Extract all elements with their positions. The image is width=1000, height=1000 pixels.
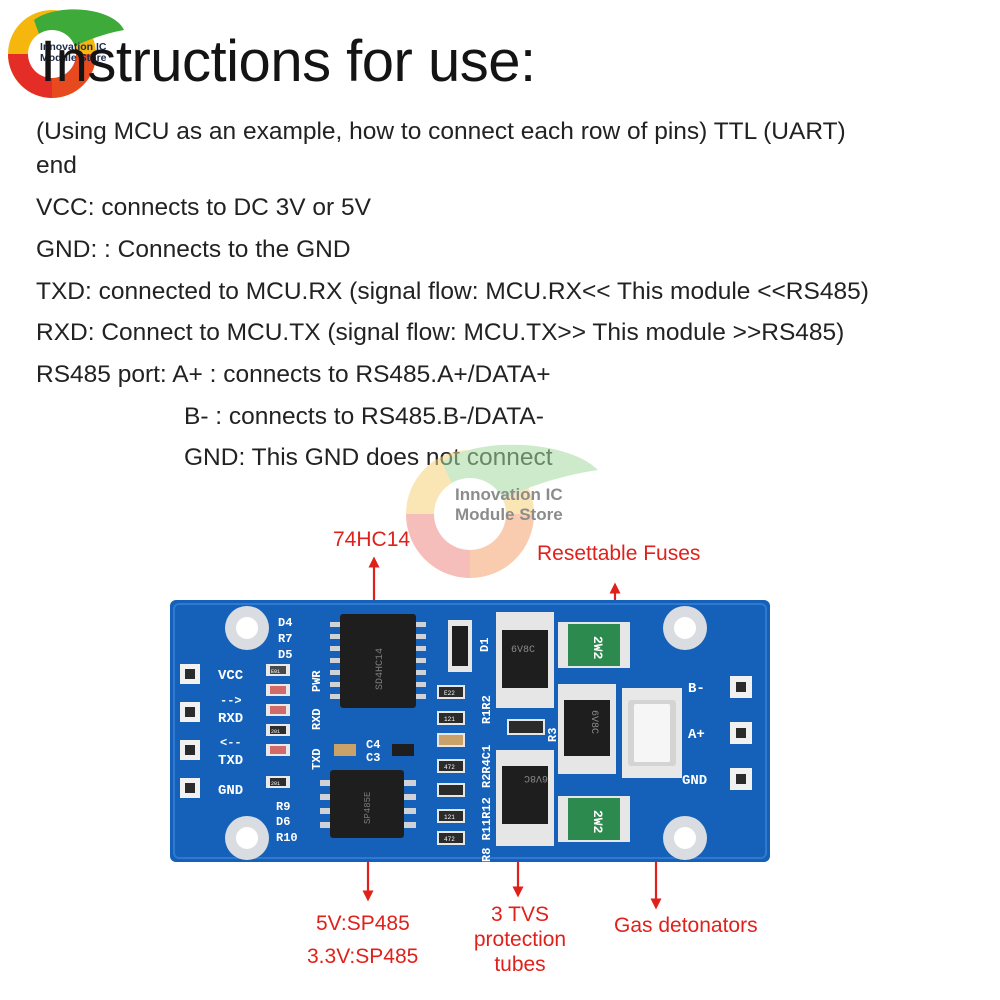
gnd-instruction: GND: : Connects to the GND: [36, 236, 351, 263]
rs485-a-instruction: RS485 port: A+ : connects to RS485.A+/DA…: [36, 361, 551, 388]
callout-gas-detonators: Gas detonators: [614, 914, 758, 937]
tvs-diode-middle: 6V8C: [558, 684, 616, 774]
pin-arrow-rxd: -->: [220, 694, 242, 708]
store-logo-text: Innovation IC Module Store: [40, 42, 107, 64]
silk-r1r2: R1R2: [480, 695, 494, 724]
res-121-label-b: 121: [444, 814, 455, 821]
callout-sp485-33v: 3.3V:SP485: [307, 945, 419, 968]
silk-pwr: PWR: [310, 670, 324, 692]
rs485-module-board: VCC --> RXD <-- TXD GND D4 R7 D5 R9 D6 R…: [170, 600, 770, 862]
led-column: [266, 664, 290, 788]
fuse-marking-top: 2W2: [590, 636, 605, 660]
res-201-label-b: 201: [271, 781, 280, 787]
txd-instruction: TXD: connected to MCU.RX (signal flow: M…: [36, 278, 869, 305]
capacitor-c4: [334, 744, 356, 756]
callout-74hc14: 74HC14: [333, 528, 411, 551]
silk-r7: R7: [278, 632, 292, 646]
pin-label-txd: TXD: [218, 753, 243, 769]
silk-r2r4c1: R2R4C1: [480, 745, 494, 788]
watermark-logo-icon: [406, 444, 598, 578]
silk-r9: R9: [276, 800, 290, 814]
ic2-marking: SP485E: [363, 792, 373, 824]
tvs-marking-middle: 6V8C: [588, 710, 599, 734]
ic-74hc14: SD4HC14: [330, 614, 426, 708]
pin-label-gnd-right: GND: [682, 773, 707, 789]
res-201-label-a: 201: [271, 729, 280, 735]
store-logo-line2: Module Store: [40, 52, 107, 64]
pin-label-a-plus: A+: [688, 727, 705, 743]
store-logo-line1: Innovation IC: [40, 41, 107, 53]
tvs-diode-top: 6V8C: [496, 612, 554, 708]
intro-line-2: end: [36, 152, 77, 179]
rs485-b-instruction: B- : connects to RS485.B-/DATA-: [184, 403, 544, 430]
right-header-pads: [730, 676, 752, 790]
silk-r3: R3: [546, 728, 560, 742]
tvs-diode-bottom: 6V8C: [496, 750, 554, 846]
callout-tvs-line2: protection: [473, 928, 567, 951]
silk-d4: D4: [278, 616, 292, 630]
fuse-marking-bottom: 2W2: [590, 810, 605, 834]
pin-label-rxd: RXD: [218, 711, 243, 727]
fuse-bottom: 2W2: [558, 796, 630, 842]
pin-label-b-minus: B-: [688, 681, 705, 697]
rxd-instruction: RXD: Connect to MCU.TX (signal flow: MCU…: [36, 319, 845, 346]
fuse-top: 2W2: [558, 622, 630, 668]
silk-txd: TXD: [310, 748, 324, 770]
store-logo-icon: [8, 9, 124, 98]
pin-label-gnd: GND: [218, 783, 243, 799]
intro-line-1: (Using MCU as an example, how to connect…: [36, 118, 846, 145]
resistor-column: [437, 685, 465, 845]
res-472-label-b: 472: [444, 836, 455, 843]
pin-arrow-txd: <--: [220, 736, 242, 750]
resistor-r3: [507, 719, 545, 735]
silk-d5: D5: [278, 648, 292, 662]
res-e01-label: E01: [271, 669, 280, 675]
silk-d6: D6: [276, 815, 290, 829]
left-header-pads: [180, 664, 200, 798]
watermark-line2: Module Store: [455, 505, 563, 524]
tvs-marking-top: 6V8C: [511, 645, 535, 656]
vcc-instruction: VCC: connects to DC 3V or 5V: [36, 194, 371, 221]
silk-r8r11r12: R8 R11R12: [480, 797, 494, 862]
pin-label-vcc: VCC: [218, 668, 244, 684]
capacitor-c3: [392, 744, 414, 756]
ic-sp485: SP485E: [320, 770, 416, 838]
callout-tvs-line1: 3 TVS: [491, 903, 549, 926]
tvs-marking-bottom: 6V8C: [524, 772, 548, 783]
silk-c4: C4: [366, 738, 380, 752]
mounting-holes: [225, 606, 707, 860]
res-472-label-a: 472: [444, 764, 455, 771]
silk-c3: C3: [366, 751, 380, 765]
silk-d1: D1: [478, 638, 492, 652]
page-title: Instructions for use:: [40, 29, 536, 94]
ic1-marking: SD4HC14: [375, 648, 386, 690]
res-121-label-a: 121: [444, 716, 455, 723]
gas-discharge-tube: [622, 688, 682, 778]
callout-tvs: 3 TVS protection tubes: [456, 902, 584, 977]
callout-resettable-fuses: Resettable Fuses: [537, 542, 701, 565]
watermark-text: Innovation IC Module Store: [455, 485, 563, 525]
silk-r10: R10: [276, 831, 298, 845]
res-e22-label: E22: [444, 690, 455, 697]
diode-d1: [448, 620, 472, 672]
callout-sp485-5v: 5V:SP485: [316, 912, 410, 935]
watermark-line1: Innovation IC: [455, 485, 563, 504]
silk-rxd: RXD: [310, 708, 324, 730]
callout-tvs-line3: tubes: [494, 953, 546, 976]
